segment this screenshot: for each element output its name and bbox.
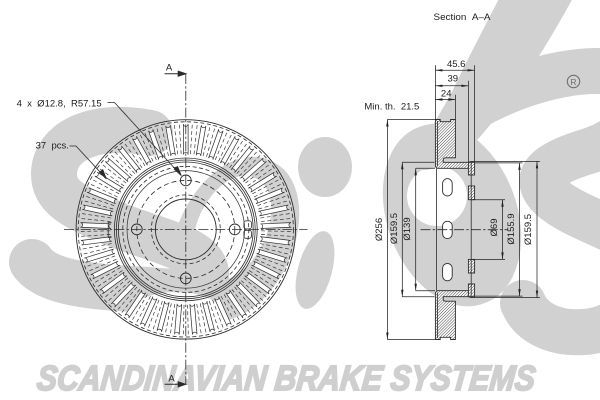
svg-text:Ø159.5: Ø159.5 bbox=[389, 213, 400, 244]
svg-text:R: R bbox=[570, 77, 576, 87]
svg-text:Ø159.5: Ø159.5 bbox=[523, 214, 534, 245]
svg-text:39: 39 bbox=[448, 74, 459, 85]
svg-text:37 pcs.: 37 pcs. bbox=[36, 141, 69, 152]
svg-text:Min. th. 21.5: Min. th. 21.5 bbox=[364, 102, 419, 113]
svg-text:45.6: 45.6 bbox=[447, 59, 466, 70]
svg-text:24: 24 bbox=[441, 89, 452, 100]
svg-text:A: A bbox=[168, 374, 175, 385]
svg-text:Section A–A: Section A–A bbox=[434, 12, 492, 23]
svg-text:SCANDINAVIAN BRAKE SYSTEMS: SCANDINAVIAN BRAKE SYSTEMS bbox=[35, 359, 538, 398]
svg-text:A: A bbox=[166, 63, 173, 74]
svg-text:4 x Ø12.8, R57.15: 4 x Ø12.8, R57.15 bbox=[17, 99, 102, 110]
svg-text:Ø139: Ø139 bbox=[402, 217, 413, 240]
svg-text:Ø155.9: Ø155.9 bbox=[506, 213, 517, 244]
svg-text:Ø69: Ø69 bbox=[489, 219, 500, 237]
svg-text:Ø256: Ø256 bbox=[374, 218, 385, 241]
